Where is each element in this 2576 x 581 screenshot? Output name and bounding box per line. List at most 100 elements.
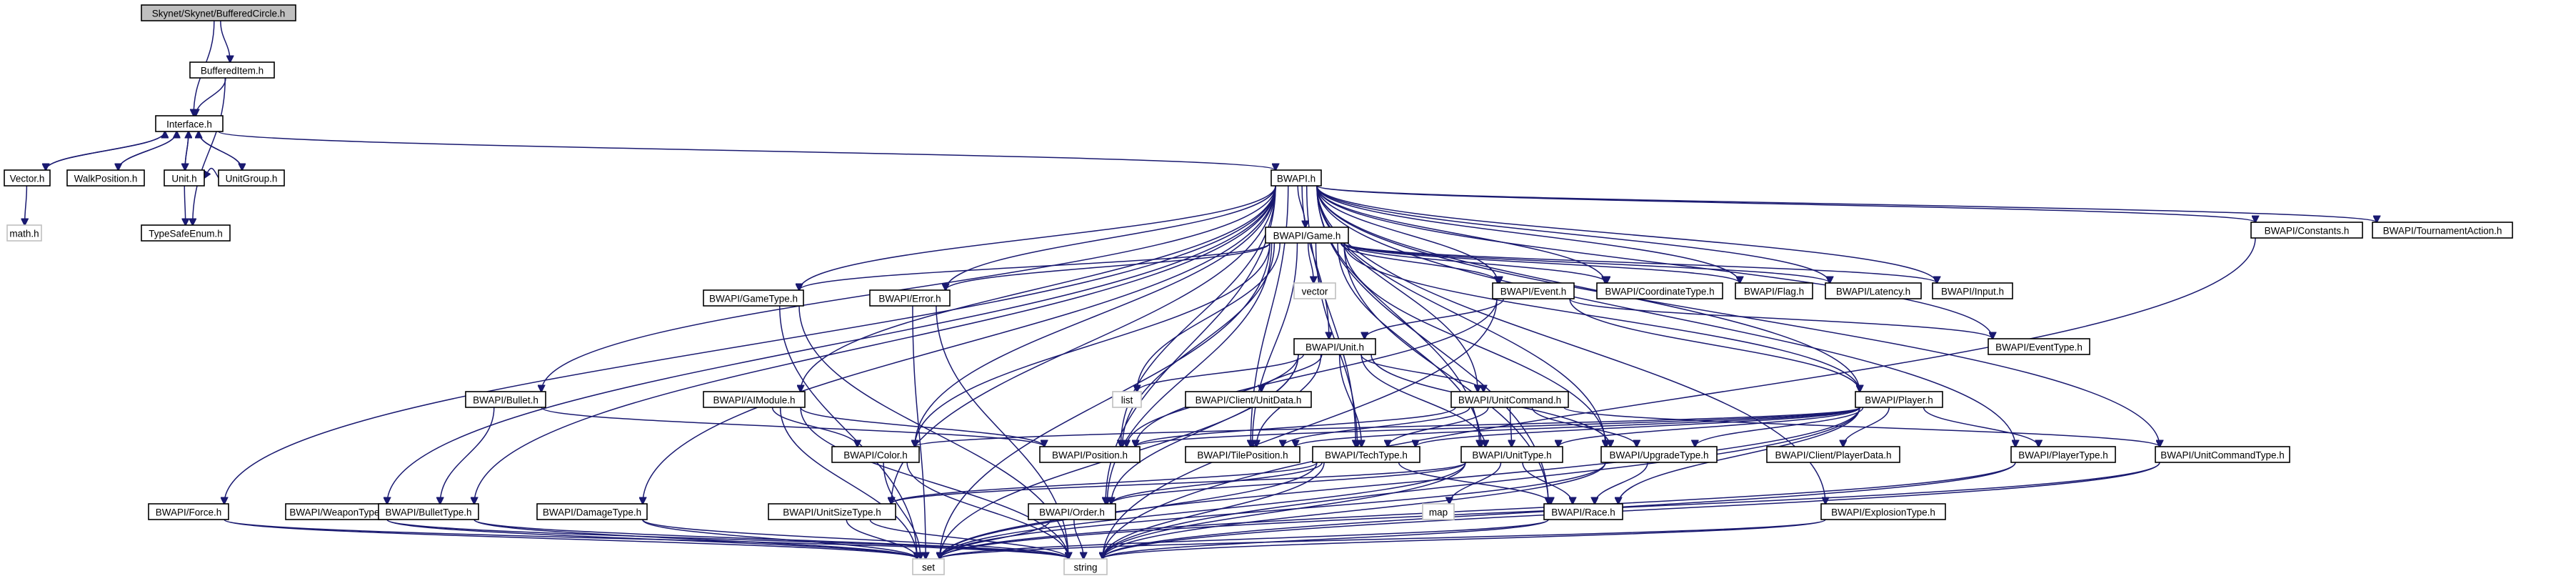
node-player[interactable]: BWAPI/Player.h [1855, 391, 1943, 408]
node-error[interactable]: BWAPI/Error.h [869, 289, 951, 307]
node-explosionType[interactable]: BWAPI/ExplosionType.h [1820, 503, 1946, 520]
edge-color-to-string [906, 462, 1068, 559]
node-bufferedItem[interactable]: BufferedItem.h [189, 61, 275, 79]
node-bullet[interactable]: BWAPI/Bullet.h [465, 391, 546, 408]
node-tournamentAction[interactable]: BWAPI/TournamentAction.h [2372, 222, 2513, 239]
node-label-unitSizeType: BWAPI/UnitSizeType.h [783, 507, 881, 518]
edge-player-to-upgradeType [1695, 407, 1864, 447]
node-race[interactable]: BWAPI/Race.h [1543, 503, 1623, 520]
node-box-techType [1312, 446, 1420, 463]
edge-order-to-string [1073, 519, 1083, 559]
node-tilePosition[interactable]: BWAPI/TilePosition.h [1185, 446, 1300, 463]
edge-explosionType-to-string [1103, 519, 1826, 559]
edge-bwapi-to-playerType [1316, 185, 2015, 447]
node-aiModule[interactable]: BWAPI/AIModule.h [703, 391, 806, 408]
node-box-player [1855, 391, 1943, 408]
node-input[interactable]: BWAPI/Input.h [1932, 282, 2013, 299]
edge-bwapi-to-constants [1316, 185, 2255, 222]
edge-player-to-playerType [1923, 407, 2039, 447]
edge-player-to-string [1103, 407, 1860, 559]
node-box-position [1039, 446, 1141, 463]
node-unitGroup[interactable]: UnitGroup.h [218, 169, 285, 187]
node-box-set [912, 558, 945, 575]
node-box-walkPosition [66, 169, 145, 187]
node-box-clientPlayerData [1766, 446, 1900, 463]
node-upgradeType[interactable]: BWAPI/UpgradeType.h [1600, 446, 1718, 463]
node-label-position: BWAPI/Position.h [1052, 450, 1128, 461]
node-box-bwapi [1271, 169, 1322, 187]
node-math: math.h [6, 224, 42, 242]
node-weaponType[interactable]: BWAPI/WeaponType.h [285, 503, 392, 520]
edge-vector-to-interface [45, 131, 165, 171]
edge-upgradeType-to-race [1595, 462, 1648, 504]
node-box-interface [155, 115, 224, 132]
node-clientPlayerData[interactable]: BWAPI/Client/PlayerData.h [1766, 446, 1900, 463]
node-box-constants [2250, 222, 2363, 239]
node-bwapi[interactable]: BWAPI.h [1271, 169, 1322, 187]
edge-player-to-set [940, 407, 1860, 559]
node-unitCommand[interactable]: BWAPI/UnitCommand.h [1450, 391, 1569, 408]
node-coordinateType[interactable]: BWAPI/CoordinateType.h [1596, 282, 1723, 299]
edges-layer [25, 20, 2377, 559]
edge-unitCommandType-to-string [1103, 462, 2160, 559]
node-box-math [6, 224, 42, 242]
node-walkPosition[interactable]: WalkPosition.h [66, 169, 145, 187]
node-box-unitCommand [1450, 391, 1569, 408]
node-label-latency: BWAPI/Latency.h [1836, 287, 1910, 297]
node-label-explosionType: BWAPI/ExplosionType.h [1831, 507, 1935, 518]
node-eventType[interactable]: BWAPI/EventType.h [1988, 338, 2090, 355]
node-root[interactable]: Skynet/Skynet/BufferedCircle.h [141, 4, 296, 21]
node-typeSafeEnum[interactable]: TypeSafeEnum.h [141, 224, 231, 242]
edge-game-to-flag [1343, 242, 1740, 283]
edge-aiModule-to-set [779, 407, 917, 559]
edge-aiModule-to-color [771, 407, 858, 447]
node-gameType[interactable]: BWAPI/GameType.h [703, 289, 804, 307]
node-latency[interactable]: BWAPI/Latency.h [1825, 282, 1922, 299]
node-vector[interactable]: Vector.h [4, 169, 51, 187]
node-label-gameType: BWAPI/GameType.h [709, 294, 798, 304]
edge-vector-to-math [25, 185, 27, 225]
node-playerType[interactable]: BWAPI/PlayerType.h [2010, 446, 2116, 463]
node-map: map [1422, 503, 1455, 520]
node-unit[interactable]: Unit.h [164, 169, 205, 187]
node-label-list: list [1121, 395, 1133, 406]
node-label-playerType: BWAPI/PlayerType.h [2018, 450, 2108, 461]
edge-unitType-to-string [1103, 462, 1466, 559]
node-flag[interactable]: BWAPI/Flag.h [1735, 282, 1813, 299]
node-game[interactable]: BWAPI/Game.h [1265, 227, 1349, 244]
node-order[interactable]: BWAPI/Order.h [1028, 503, 1116, 520]
edge-bwapi-to-bulletType [474, 185, 1276, 504]
node-damageType[interactable]: BWAPI/DamageType.h [536, 503, 648, 520]
node-box-coordinateType [1596, 282, 1723, 299]
edge-game-to-error [946, 242, 1271, 290]
node-event[interactable]: BWAPI/Event.h [1492, 282, 1575, 299]
edge-game-to-coordinateType [1343, 242, 1607, 283]
node-color[interactable]: BWAPI/Color.h [831, 446, 920, 463]
node-box-eventType [1988, 338, 2090, 355]
node-interface[interactable]: Interface.h [155, 115, 224, 132]
node-label-bullet: BWAPI/Bullet.h [473, 395, 538, 406]
node-box-string [1063, 558, 1108, 575]
edge-game-to-color [915, 242, 1271, 447]
node-techType[interactable]: BWAPI/TechType.h [1312, 446, 1420, 463]
node-box-damageType [536, 503, 648, 520]
node-label-string: string [1073, 562, 1097, 573]
node-clientUnitData[interactable]: BWAPI/Client/UnitData.h [1185, 391, 1312, 408]
node-unitCommandType[interactable]: BWAPI/UnitCommandType.h [2155, 446, 2290, 463]
node-box-typeSafeEnum [141, 224, 231, 242]
node-unitSizeType[interactable]: BWAPI/UnitSizeType.h [768, 503, 896, 520]
node-label-color: BWAPI/Color.h [843, 450, 908, 461]
node-label-vector: Vector.h [10, 174, 45, 184]
node-constants[interactable]: BWAPI/Constants.h [2250, 222, 2363, 239]
node-bulletType[interactable]: BWAPI/BulletType.h [378, 503, 479, 520]
edge-constants-to-string [1103, 237, 2256, 559]
node-position[interactable]: BWAPI/Position.h [1039, 446, 1141, 463]
edge-race-to-set [940, 519, 1549, 559]
node-box-vector [4, 169, 51, 187]
edge-bwapi-to-coordinateType [1316, 185, 1605, 283]
node-box-map [1422, 503, 1455, 520]
node-force[interactable]: BWAPI/Force.h [148, 503, 229, 520]
node-bwUnit[interactable]: BWAPI/Unit.h [1293, 338, 1376, 355]
node-unitType[interactable]: BWAPI/UnitType.h [1460, 446, 1563, 463]
